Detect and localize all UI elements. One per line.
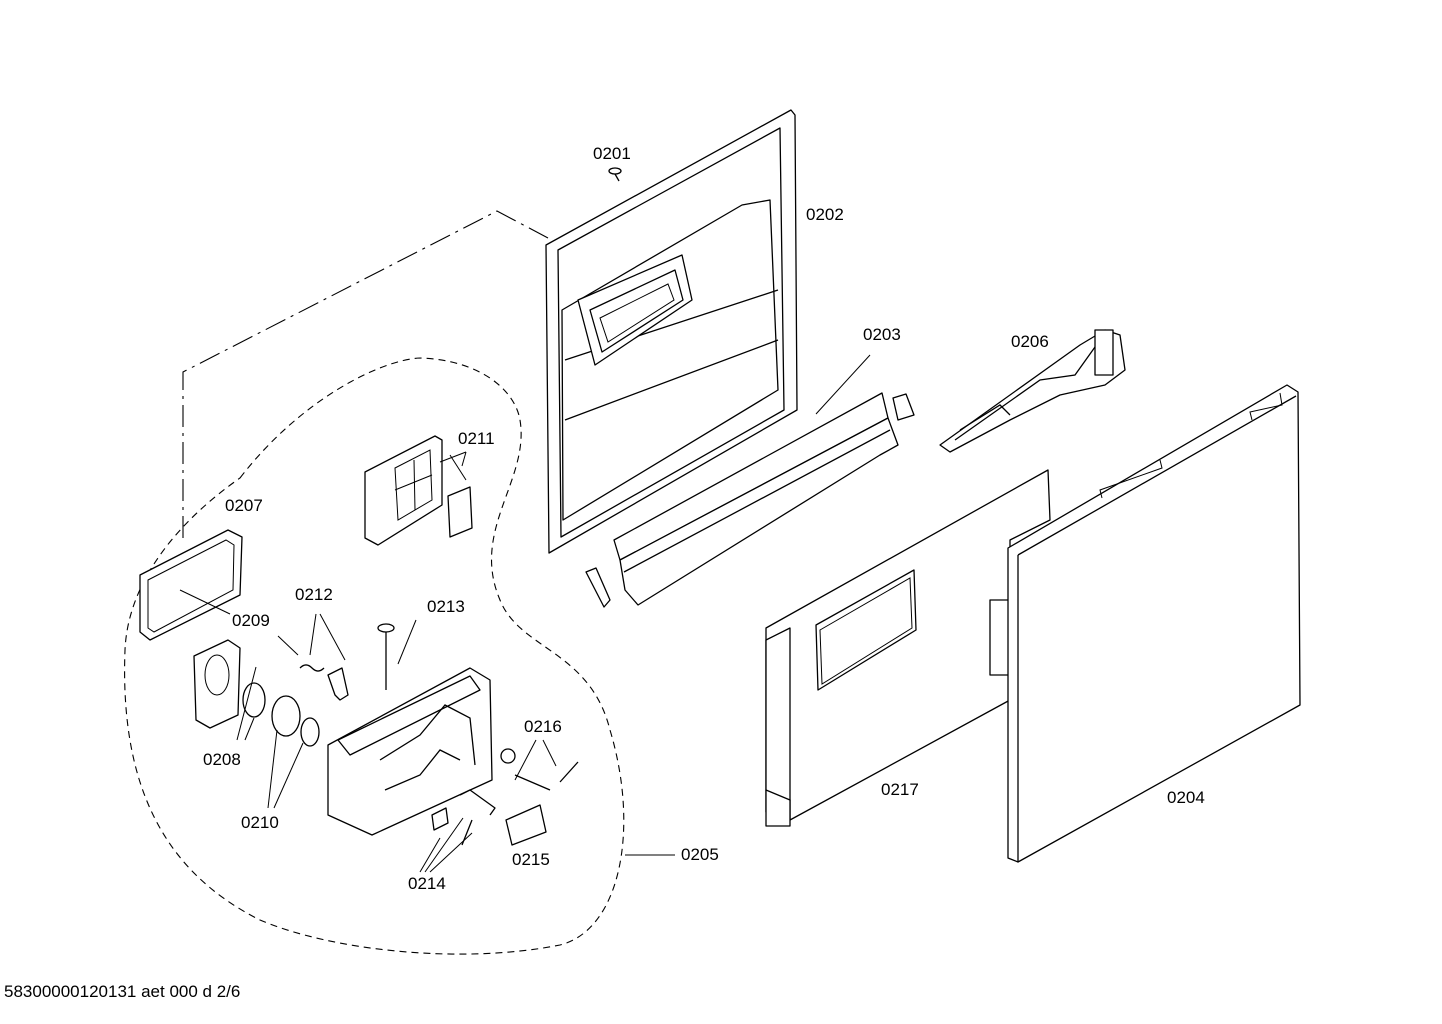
part-0213-pin — [377, 619, 417, 690]
part-0206-bracket — [939, 329, 1126, 453]
document-code: 58300000120131 aet 000 d 2/6 — [4, 982, 241, 1001]
group-link-dashdot — [182, 210, 549, 538]
part-0207-gasket — [139, 529, 243, 641]
label-0213: 0213 — [427, 597, 465, 616]
label-0216: 0216 — [524, 717, 562, 736]
label-0211: 0211 — [458, 429, 495, 448]
leader-0211 — [449, 454, 467, 481]
part-0211-dispenser-cover — [364, 435, 473, 546]
part-0212-spring-lever — [299, 613, 349, 701]
label-0205: 0205 — [681, 845, 719, 864]
label-0202: 0202 — [806, 205, 844, 224]
label-0217: 0217 — [881, 780, 919, 799]
assembly-outline-0205 — [124, 357, 625, 955]
label-0214: 0214 — [408, 874, 446, 893]
part-0203-trim-strip — [585, 354, 915, 608]
label-0201: 0201 — [593, 144, 631, 163]
label-0203: 0203 — [863, 325, 901, 344]
label-0207: 0207 — [225, 496, 263, 515]
label-0209: 0209 — [232, 611, 270, 630]
part-0217-panel — [765, 469, 1051, 827]
part-control-housing — [327, 667, 493, 836]
label-0204: 0204 — [1167, 788, 1205, 807]
label-0212: 0212 — [295, 585, 333, 604]
part-0214-0216-springs — [419, 739, 579, 873]
label-0206: 0206 — [1011, 332, 1049, 351]
part-0204-outer-door — [1007, 384, 1301, 863]
label-0210: 0210 — [241, 813, 279, 832]
label-0208: 0208 — [203, 750, 241, 769]
part-0201-screw — [608, 167, 622, 182]
part-0208-0210-seals — [193, 635, 320, 809]
part-0202-inner-door — [545, 109, 798, 554]
label-0215: 0215 — [512, 850, 550, 869]
